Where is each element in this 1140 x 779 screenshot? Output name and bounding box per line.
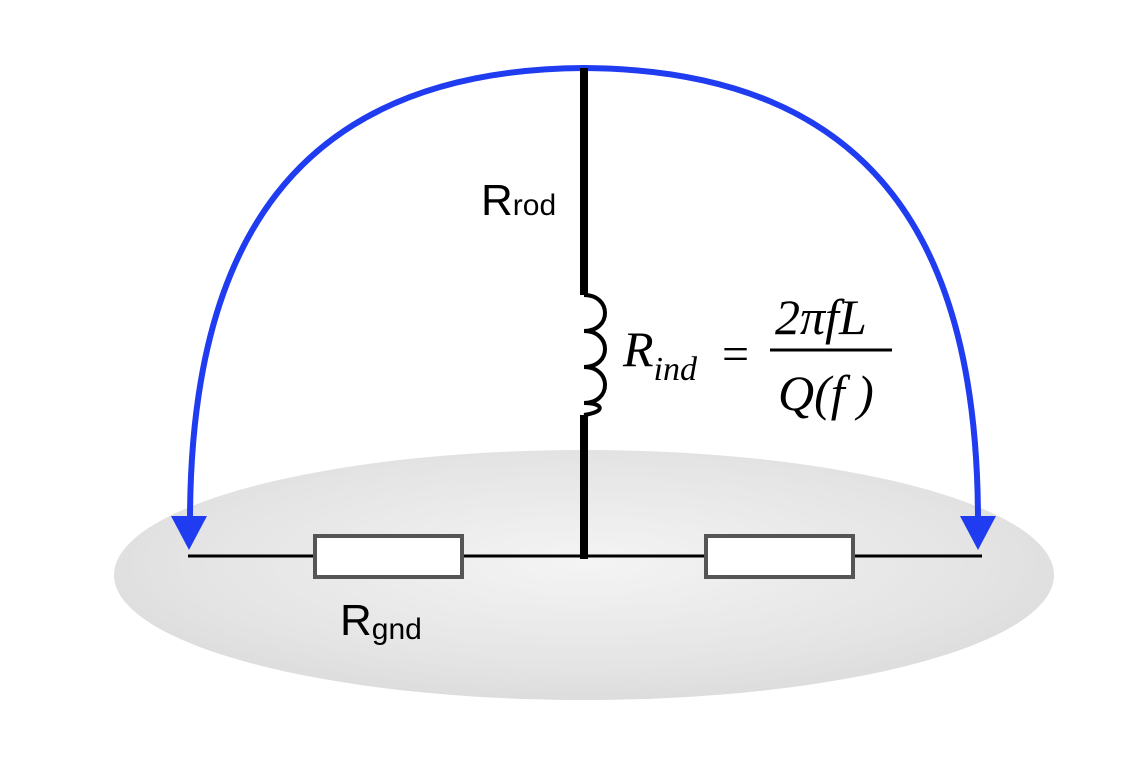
ground-resistance-label: Rgnd xyxy=(340,596,422,646)
arrowhead-left-icon xyxy=(171,516,207,550)
formula-numerator: 2πfL xyxy=(775,289,867,345)
ground-resistor-right xyxy=(704,534,855,579)
ground-plane xyxy=(114,450,1054,700)
ground-resistor-left xyxy=(313,534,464,579)
formula-denominator: Q(f ) xyxy=(778,365,874,421)
inductive-resistance-formula: Rind = 2πfL Q(f ) xyxy=(622,289,892,421)
formula-lhs: Rind xyxy=(622,321,698,388)
inductor-coil-icon xyxy=(583,293,607,417)
rod-resistance-label: Rrod xyxy=(481,176,556,225)
arrowhead-right-icon xyxy=(960,516,996,550)
formula-equals: = xyxy=(722,328,749,381)
